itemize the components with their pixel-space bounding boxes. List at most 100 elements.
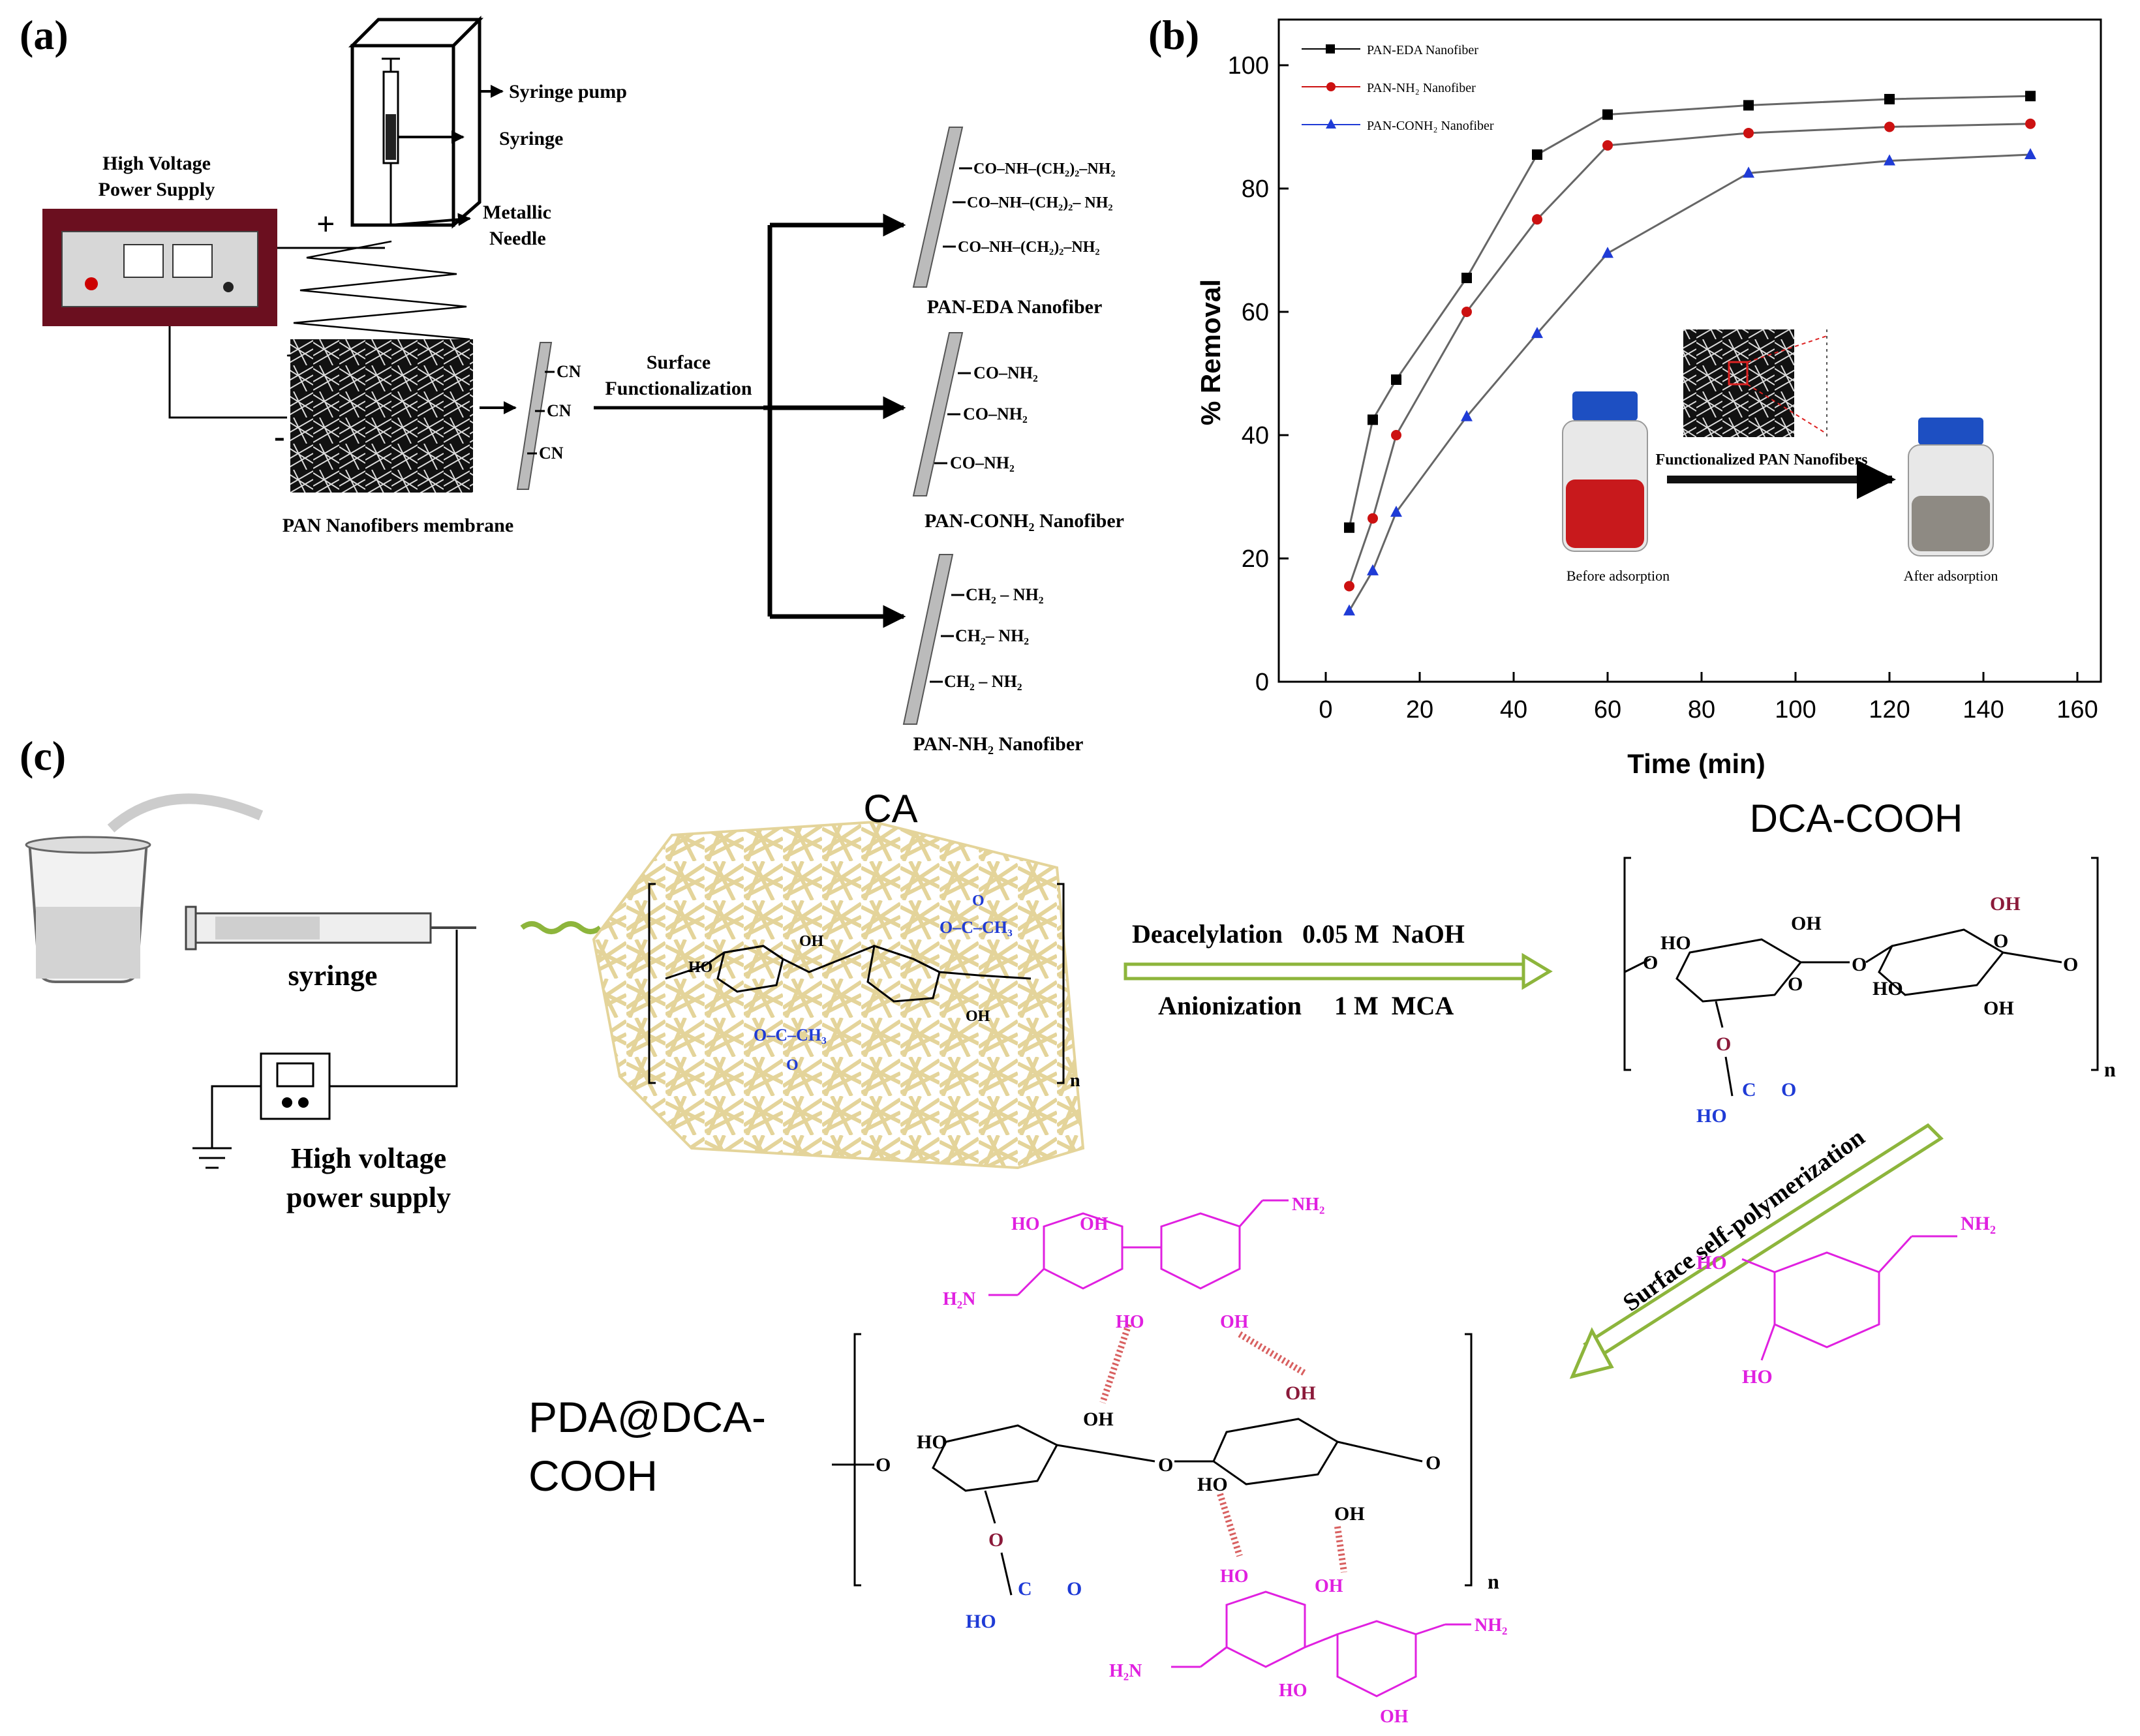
- panel-c: (c) syringe High voltage power supply: [20, 733, 2116, 1727]
- svg-text:O: O: [1158, 1454, 1173, 1476]
- pda-dimer-bottom: [1171, 1591, 1471, 1698]
- svg-text:O: O: [786, 1057, 799, 1074]
- dca-structure: n O O O O O HO OH HO OH OH O C O HO: [1623, 857, 2116, 1127]
- y-tick-label: 0: [1255, 669, 1269, 696]
- eda-group-1: CO–NH–(CH₂)₂–NH₂: [973, 160, 1116, 177]
- panel-b-label: (b): [1148, 12, 1199, 58]
- data-point: [2025, 148, 2036, 160]
- svg-text:NH₂: NH₂: [1475, 1615, 1507, 1636]
- svg-text:HO: HO: [1696, 1252, 1727, 1273]
- inset-after-label: After adsorption: [1904, 568, 1998, 584]
- beaker-icon: [25, 793, 264, 983]
- plot-frame: [1277, 18, 2102, 683]
- power-supply-label-1: High Voltage: [102, 153, 211, 174]
- svg-text:HO: HO: [1011, 1214, 1040, 1234]
- eda-group-3: CO–NH–(CH₂)₂–NH₂: [958, 239, 1100, 256]
- data-point: [1461, 410, 1473, 421]
- hv-supply-box: [260, 1052, 331, 1120]
- data-point: [1884, 121, 1895, 132]
- y-tick-label: 40: [1242, 422, 1269, 449]
- conh2-label: PAN-CONH₂ Nanofiber: [925, 510, 1124, 532]
- x-tick-label: 120: [1869, 696, 1910, 723]
- self-polymerization-label: Surface self-polymerization: [1618, 1123, 1870, 1317]
- syringe-c-label: syringe: [288, 960, 378, 992]
- cn-group-1: CN: [557, 362, 581, 381]
- x-tick-label: 80: [1688, 696, 1715, 723]
- svg-text:HO: HO: [688, 959, 712, 976]
- svg-text:OH: OH: [966, 1008, 990, 1025]
- pda-title-1: PDA@DCA-: [528, 1393, 766, 1441]
- cn-group-3: CN: [539, 444, 564, 463]
- surface-label-2: Functionalization: [605, 378, 752, 399]
- svg-text:OH: OH: [1791, 913, 1822, 934]
- svg-text:O: O: [1067, 1578, 1082, 1600]
- inset-before-label: Before adsorption: [1567, 568, 1670, 584]
- syringe-drawing: [382, 57, 400, 225]
- svg-text:OH: OH: [1334, 1503, 1365, 1525]
- data-point: [1743, 100, 1754, 111]
- conh2-group-2: CO–NH₂: [963, 404, 1028, 423]
- legend-marker: [1326, 82, 1336, 91]
- nh2-group-1: CH₂ – NH₂: [966, 585, 1044, 604]
- legend-label: PAN-NH₂ Nanofiber: [1367, 81, 1476, 95]
- chart-series: [1343, 91, 2036, 616]
- svg-text:O: O: [1426, 1452, 1441, 1474]
- minus-sign: -: [274, 418, 285, 454]
- svg-text:n: n: [2104, 1058, 2116, 1081]
- svg-text:OH: OH: [1983, 997, 2014, 1019]
- data-point: [1602, 109, 1613, 120]
- svg-text:O: O: [1788, 973, 1803, 995]
- svg-text:OH: OH: [1990, 893, 2021, 915]
- svg-text:O: O: [2063, 954, 2078, 975]
- data-point: [1461, 307, 1472, 317]
- svg-text:HO: HO: [917, 1431, 947, 1453]
- pan-rod: [516, 342, 555, 490]
- y-axis-title: % Removal: [1195, 279, 1226, 425]
- y-tick-label: 80: [1242, 175, 1269, 203]
- plus-sign: +: [316, 206, 335, 242]
- panel-c-label: (c): [20, 733, 66, 779]
- surface-label-1: Surface: [647, 352, 711, 373]
- svg-text:NH₂: NH₂: [1961, 1213, 1996, 1234]
- electrospin-syringe-icon: [185, 906, 602, 951]
- vial-after: [1908, 418, 1994, 556]
- svg-text:HO: HO: [1742, 1366, 1773, 1388]
- nh2-label: PAN-NH₂ Nanofiber: [913, 733, 1084, 755]
- y-tick-label: 60: [1242, 299, 1269, 326]
- x-tick-label: 0: [1319, 696, 1332, 723]
- data-point: [1391, 430, 1401, 440]
- legend-marker: [1326, 119, 1336, 129]
- svg-text:H₂N: H₂N: [943, 1289, 975, 1309]
- svg-text:OH: OH: [1315, 1576, 1343, 1596]
- pda-title-2: COOH: [528, 1452, 658, 1500]
- data-point: [1391, 374, 1401, 385]
- dca-title: DCA-COOH: [1750, 797, 1963, 840]
- svg-text:HO: HO: [1696, 1105, 1727, 1127]
- svg-text:OH: OH: [1220, 1312, 1249, 1332]
- adsorption-inset: Before adsorption Functionalized PAN Nan…: [1562, 329, 1998, 584]
- data-point: [1367, 564, 1379, 575]
- syringe-label: Syringe: [499, 128, 563, 149]
- data-point: [1743, 127, 1754, 138]
- reaction-bottom-label: Anionization 1 M MCA: [1158, 991, 1454, 1020]
- conh2-group-3: CO–NH₂: [950, 453, 1015, 472]
- svg-text:HO: HO: [1220, 1566, 1249, 1587]
- nh2-group-3: CH₂ – NH₂: [944, 672, 1022, 691]
- cn-group-2: CN: [547, 401, 572, 420]
- data-point: [2025, 118, 2036, 129]
- power-supply-label-2: Power Supply: [99, 179, 215, 200]
- membrane-label: PAN Nanofibers membrane: [283, 515, 513, 536]
- nh2-group-2: CH₂– NH₂: [955, 626, 1029, 645]
- legend-label: PAN-CONH₂ Nanofiber: [1367, 119, 1494, 133]
- reaction-top-label: Deacelylation 0.05 M NaOH: [1132, 919, 1465, 949]
- svg-text:O: O: [1852, 954, 1867, 975]
- ca-fiber-mat: [592, 820, 1085, 1170]
- self-polymerization-arrow: [1569, 1123, 1944, 1379]
- reaction-arrow: [1124, 952, 1553, 990]
- svg-text:O: O: [1643, 952, 1658, 973]
- svg-text:O: O: [1781, 1079, 1796, 1101]
- data-point: [1602, 140, 1613, 151]
- inset-arrow-label: Functionalized PAN Nanofibers: [1656, 451, 1868, 468]
- svg-text:O: O: [988, 1529, 1003, 1551]
